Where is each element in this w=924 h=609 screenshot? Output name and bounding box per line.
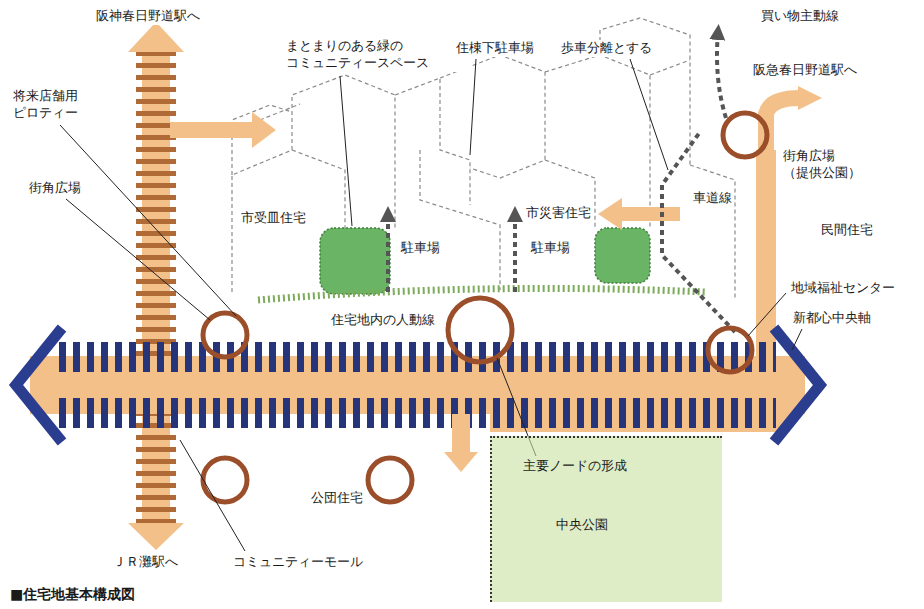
node-label: 主要ノードの形成	[522, 458, 628, 475]
housing-label: 市受皿住宅	[240, 210, 307, 227]
parking-label: 駐車場	[400, 240, 441, 257]
area-label: まとまりのある緑の コミュニティースペース	[285, 38, 472, 72]
facility-label: 地域福祉センター	[790, 280, 896, 297]
route-label: 住宅地内の人動線	[330, 312, 436, 329]
route-label: 車道線	[692, 190, 733, 207]
axis-label: 新都心中央軸	[792, 310, 872, 327]
area-label: コミュニティーモール	[232, 554, 364, 571]
plaza-label: 街角広場	[28, 180, 82, 197]
housing-label: 民間住宅	[820, 222, 874, 239]
dashed-arrow	[388, 32, 735, 332]
parking-label: 駐車場	[530, 240, 571, 257]
station-direction: 阪神春日野道駅へ	[95, 8, 201, 25]
figure-caption: ■住宅地基本構成図	[10, 586, 135, 604]
housing-label: 市災害住宅	[525, 205, 592, 222]
road-arrow	[598, 198, 680, 230]
station-direction: ＪＲ灘駅へ	[112, 554, 179, 571]
left-axis-band	[128, 22, 276, 550]
route-label: 買い物主動線	[760, 8, 840, 25]
park-name: 中央公園	[556, 517, 608, 534]
housing-label: 公団住宅	[310, 490, 364, 507]
building-wireframe	[232, 18, 735, 300]
station-direction: 阪急春日野道駅へ	[752, 62, 858, 79]
green-space	[258, 228, 705, 300]
route-label: 歩車分離とする	[560, 40, 653, 57]
plaza-label: 街角広場 （提供公園）	[782, 148, 884, 182]
area-label: 将来店舗用 ピロティー	[12, 88, 109, 122]
area-label: 住棟下駐車場	[455, 40, 535, 57]
